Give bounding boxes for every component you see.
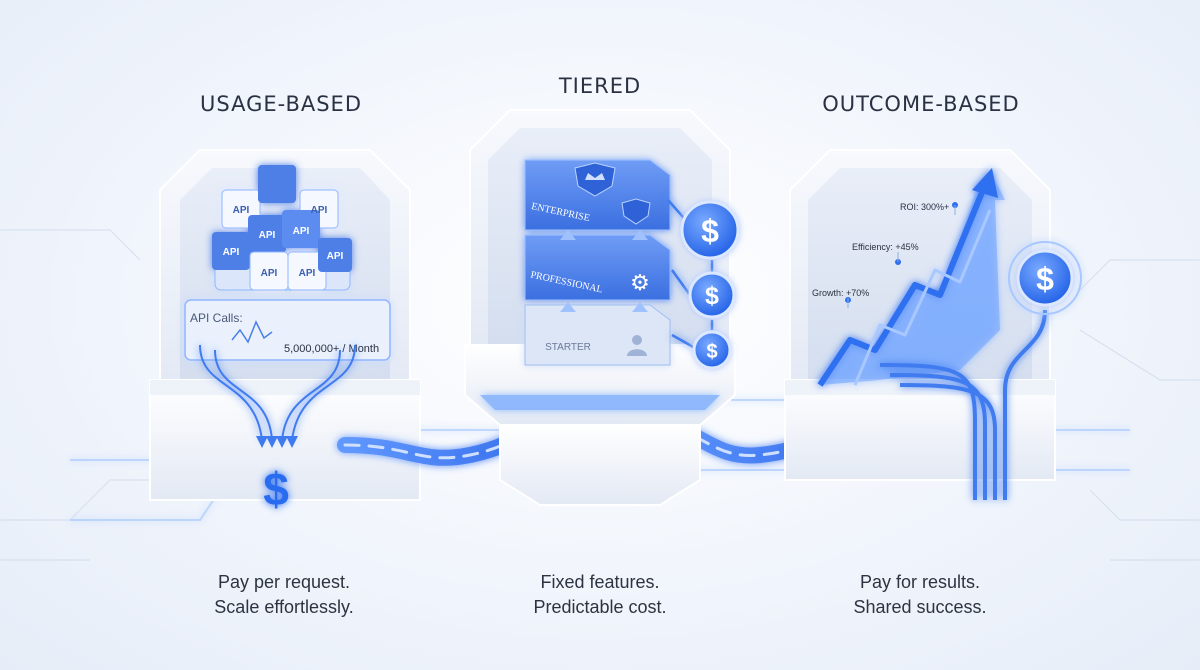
- background-circuit-lines: [0, 229, 1200, 561]
- caption-line: Pay for results.: [859, 572, 981, 592]
- api-cube-label: API: [261, 268, 278, 279]
- outcome-based-title: OUTCOME-BASED: [822, 92, 1020, 116]
- crown-shield-icon: [574, 162, 616, 197]
- meter-label: API Calls:: [190, 311, 243, 325]
- growth-arrow-chart: [817, 168, 1005, 387]
- api-cube-label: API: [293, 226, 310, 237]
- api-cube-label: API: [259, 230, 276, 241]
- metric-growth-label: Growth: +70%: [812, 288, 869, 298]
- api-cube-label: API: [311, 205, 328, 216]
- api-cube-cluster: [212, 165, 352, 291]
- tier-label-starter: STARTER: [545, 342, 591, 353]
- outcome-based-panel: ROI: 300%+ Efficiency: +45% Growth: +70%…: [784, 149, 1082, 500]
- usage-based-title: USAGE-BASED: [200, 92, 362, 116]
- caption-line: Pay per request.: [217, 572, 351, 592]
- panel-base-glow: [480, 395, 720, 410]
- api-calls-meter: [184, 299, 391, 361]
- tier-professional-block: [524, 234, 671, 301]
- api-cube-label: API: [299, 268, 316, 279]
- outcome-dollar-icon: $: [1036, 261, 1054, 297]
- usage-flow-arrows: [199, 344, 356, 441]
- caption-line: Fixed features.: [540, 572, 660, 592]
- tiered-caption: Fixed features. Predictable cost.: [450, 570, 750, 620]
- metric-roi-label: ROI: 300%+: [900, 202, 949, 212]
- api-cube-label: API: [233, 205, 250, 216]
- outcome-based-caption: Pay for results. Shared success.: [770, 570, 1070, 620]
- tier-dollar-icon: $: [705, 282, 719, 310]
- api-cube: [248, 215, 286, 253]
- api-cube: [318, 238, 352, 272]
- api-cube: [282, 210, 320, 248]
- caption-line: Shared success.: [853, 597, 987, 617]
- meter-value: 5,000,000+ / Month: [284, 343, 379, 355]
- tier-dollar-icon: $: [706, 341, 717, 363]
- tier-starter-block: [524, 304, 671, 366]
- api-cube: [258, 165, 296, 203]
- shield-icon: [621, 198, 651, 225]
- tiered-title: TIERED: [558, 74, 642, 98]
- caption-line: Predictable cost.: [533, 597, 667, 617]
- outcome-coin: [1008, 241, 1082, 315]
- user-icon: [627, 335, 647, 356]
- tiered-panel: ⚙ ENTERPRISE PROFESSIONAL STARTER $ $ $: [464, 109, 740, 506]
- caption-line: Scale effortlessly.: [214, 597, 354, 617]
- usage-dollar-icon: $: [263, 463, 289, 515]
- usage-based-panel: API API API API API API API API API Call…: [149, 149, 421, 515]
- gear-icon: ⚙: [630, 271, 650, 296]
- api-cube-label: API: [327, 251, 344, 262]
- metric-efficiency-label: Efficiency: +45%: [852, 242, 919, 252]
- usage-based-caption: Pay per request. Scale effortlessly.: [134, 570, 434, 620]
- tier-dollar-icon: $: [701, 213, 719, 249]
- api-cube: [212, 232, 250, 270]
- outcome-flow-lines: [879, 309, 1047, 500]
- panel-foot: [499, 424, 701, 506]
- api-cube-label: API: [223, 247, 240, 258]
- tier-price-coins: [680, 200, 740, 370]
